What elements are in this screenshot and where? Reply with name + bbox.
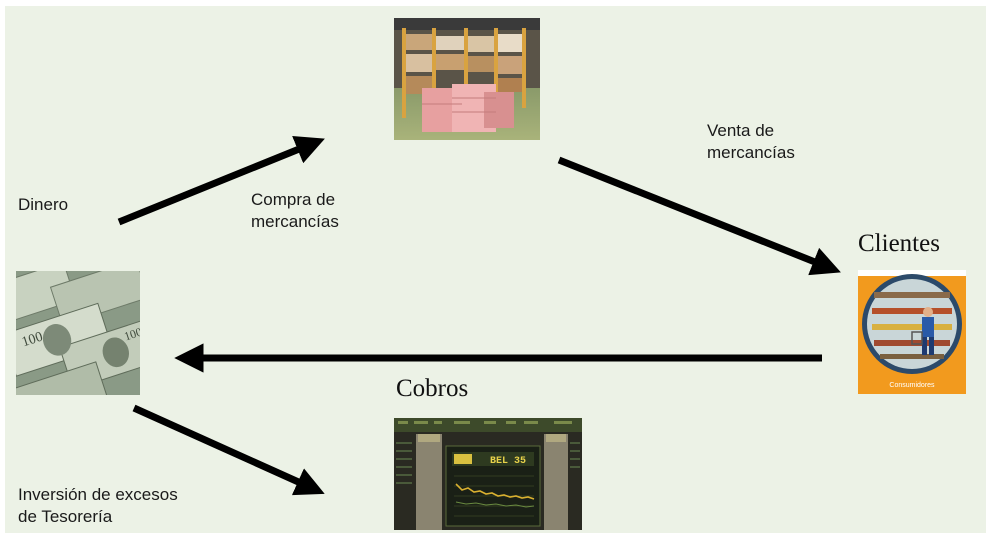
consumers-image: Consumidores [858, 270, 966, 394]
label-clientes: Clientes [858, 230, 940, 257]
label-inversion-line1: Inversión de excesos [18, 485, 178, 504]
label-compra-line1: Compra de [251, 190, 336, 209]
label-inversion-line2: de Tesorería [18, 507, 113, 526]
money-image: 100 100 [16, 271, 140, 395]
label-dinero: Dinero [18, 195, 69, 214]
label-venta-mercancias: Venta de mercancías [707, 120, 795, 164]
label-cobros: Cobros [396, 375, 469, 402]
arrow-dinero-to-inversion [132, 404, 325, 496]
label-venta-line1: Venta de [707, 121, 775, 140]
label-venta-line2: mercancías [707, 143, 795, 162]
arrow-venta-to-clientes [557, 156, 841, 276]
stock-board-image: BEL 35 [394, 418, 582, 530]
arrow-dinero-to-compra [117, 135, 325, 226]
svg-text:100: 100 [20, 330, 45, 351]
svg-text:100: 100 [122, 325, 140, 344]
warehouse-image [394, 18, 540, 140]
label-inversion-tesoreria: Inversión de excesos de Tesorería [18, 484, 178, 528]
consumers-caption: Consumidores [889, 382, 935, 389]
stock-board-text: BEL 35 [490, 456, 526, 467]
label-compra-line2: mercancías [251, 212, 339, 231]
label-compra-mercancias: Compra de mercancías [251, 189, 339, 233]
